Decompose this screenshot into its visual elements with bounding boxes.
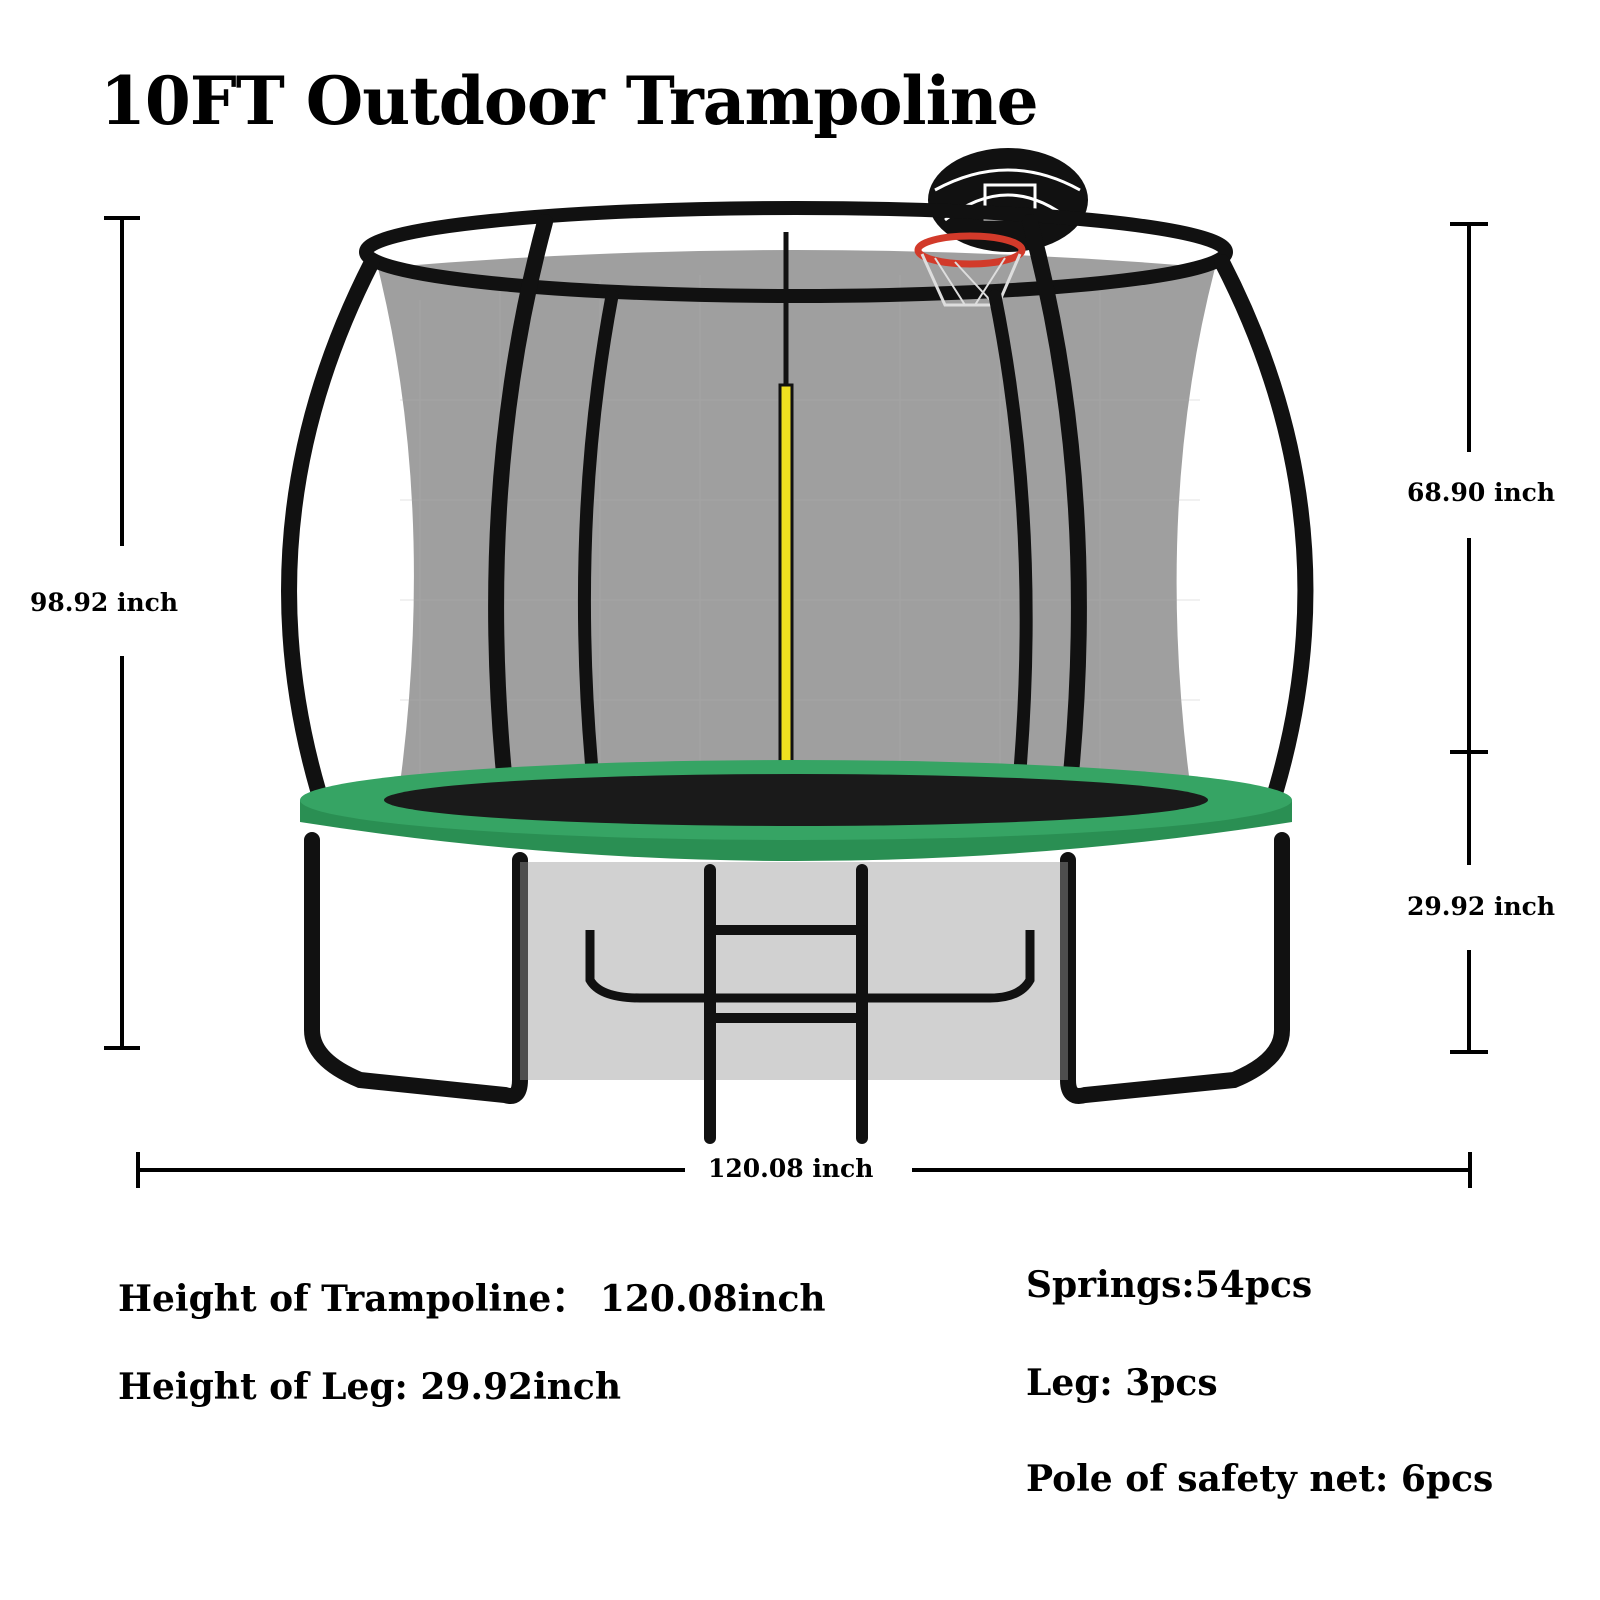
spec-trampoline-height: Height of Trampoline： 120.08inch: [118, 1278, 826, 1320]
total-height-dimension-line: [104, 216, 140, 1050]
top-ring: [359, 201, 1233, 303]
spec-legs: Leg: 3pcs: [1026, 1362, 1218, 1404]
inner-poles: [577, 289, 1033, 777]
page-title: 10FT Outdoor Trampoline: [100, 62, 1039, 140]
spec-net-poles: Pole of safety net: 6pcs: [1026, 1458, 1494, 1500]
spec-springs: Springs:54pcs: [1026, 1264, 1313, 1306]
basketball-hoop: [914, 232, 1026, 307]
safety-pad: [300, 760, 1292, 861]
width-label: 120.08 inch: [708, 1154, 874, 1183]
spec-leg-height: Height of Leg: 29.92inch: [118, 1366, 622, 1408]
entrance-zipper: [778, 383, 794, 812]
under-net: [520, 862, 1068, 1080]
under-frame-bar: [585, 930, 1035, 1003]
leg-height-label: 29.92 inch: [1407, 892, 1556, 921]
leg-height-dimension-line: [1450, 752, 1488, 1054]
net-height-dimension-line: [1450, 222, 1488, 754]
total-height-label: 98.92 inch: [30, 588, 179, 617]
width-dimension-line: [136, 1152, 1472, 1188]
ladder: [704, 864, 868, 1144]
outer-poles: [281, 214, 1314, 838]
net-height-label: 68.90 inch: [1407, 478, 1556, 507]
trampoline-legs: [304, 832, 1290, 1104]
